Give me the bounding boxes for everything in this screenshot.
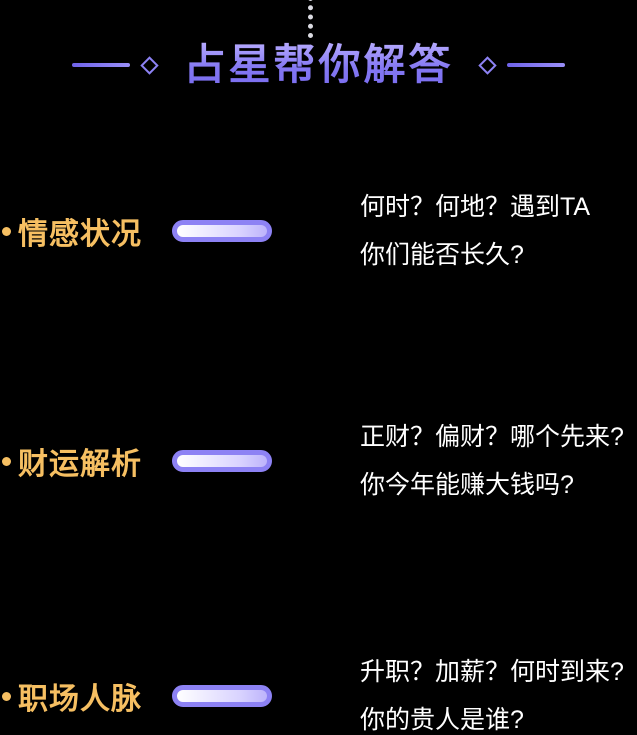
topic-row-emotion: 情感状况 何时？何地？遇到TA 你们能否长久? bbox=[0, 183, 637, 279]
connector-capsule-icon bbox=[172, 220, 272, 242]
question-line-2: 你们能否长久? bbox=[360, 241, 524, 269]
question-line-1: 何时？何地？遇到TA bbox=[360, 193, 591, 221]
bullet-icon bbox=[2, 691, 11, 701]
question-line-1: 升职？加薪？何时到来? bbox=[360, 658, 624, 686]
title-left-line bbox=[72, 63, 131, 68]
topic-label-emotion: 情感状况 bbox=[18, 218, 142, 251]
title-right-diamond-icon bbox=[477, 55, 497, 75]
topic-row-wealth: 财运解析 正财？偏财？哪个先来? 你今年能赚大钱吗? bbox=[0, 413, 637, 509]
top-dotted-line bbox=[308, 0, 313, 38]
topic-label-career: 职场人脉 bbox=[18, 683, 142, 716]
connector-capsule-icon bbox=[172, 450, 272, 472]
topic-left-emotion: 情感状况 bbox=[0, 183, 330, 279]
topic-left-wealth: 财运解析 bbox=[0, 413, 330, 509]
topic-label-wealth: 财运解析 bbox=[18, 448, 142, 481]
title-left-diamond-icon bbox=[140, 55, 160, 75]
topic-left-career: 职场人脉 bbox=[0, 648, 330, 735]
section-title: 占星帮你解答 bbox=[183, 41, 454, 88]
question-line-2: 你的贵人是谁? bbox=[360, 706, 524, 734]
question-line-2: 你今年能赚大钱吗? bbox=[360, 471, 574, 499]
title-right-line bbox=[506, 63, 565, 68]
topic-row-career: 职场人脉 升职？加薪？何时到来? 你的贵人是谁? bbox=[0, 648, 637, 735]
title-row: 占星帮你解答 bbox=[0, 41, 637, 88]
topic-questions-wealth: 正财？偏财？哪个先来? 你今年能赚大钱吗? bbox=[360, 413, 624, 509]
topic-questions-career: 升职？加薪？何时到来? 你的贵人是谁? bbox=[360, 648, 624, 735]
question-line-1: 正财？偏财？哪个先来? bbox=[360, 423, 624, 451]
bullet-icon bbox=[2, 226, 11, 236]
topic-questions-emotion: 何时？何地？遇到TA 你们能否长久? bbox=[360, 183, 590, 279]
connector-capsule-icon bbox=[172, 685, 272, 707]
bullet-icon bbox=[2, 456, 11, 466]
